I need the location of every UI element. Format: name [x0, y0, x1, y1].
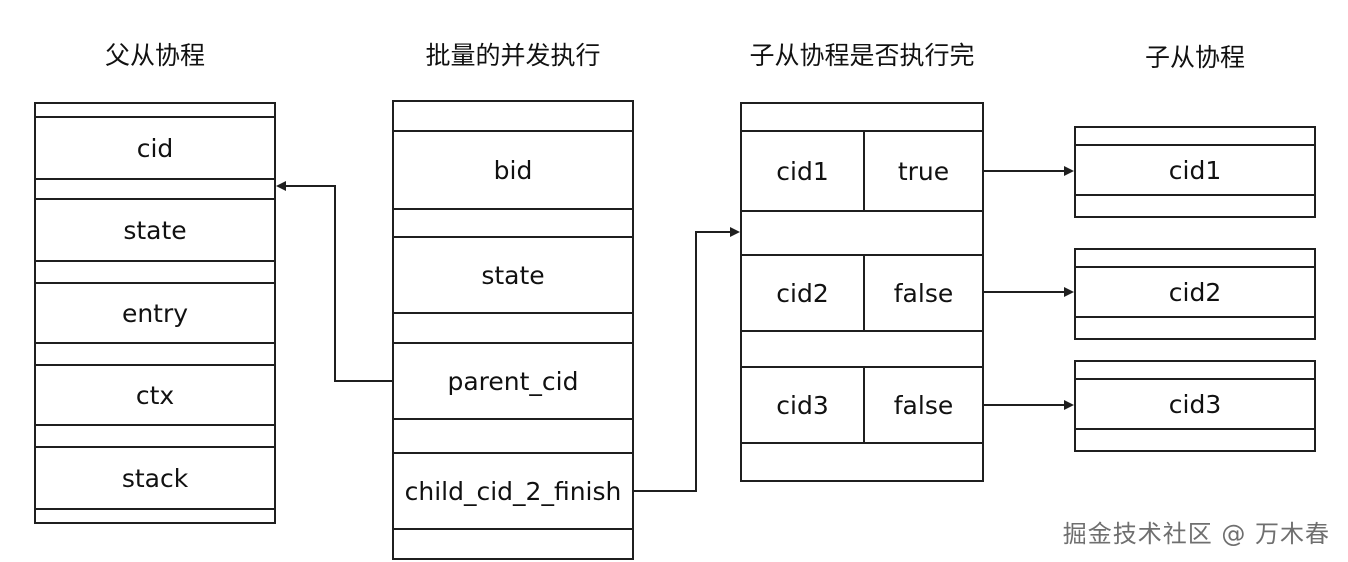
- row-divider: [742, 130, 982, 132]
- finish-map-title: 子从协程是否执行完: [749, 41, 975, 70]
- column-divider: [863, 132, 865, 210]
- column-divider: [863, 256, 865, 330]
- parent-field-state: state: [123, 215, 187, 245]
- finish-map-cid3-status: false: [893, 390, 954, 420]
- row-divider: [394, 418, 632, 420]
- child-cid3-label: cid3: [1168, 389, 1222, 419]
- row-divider: [1076, 194, 1314, 196]
- row-divider: [742, 442, 982, 444]
- row-divider: [36, 342, 274, 344]
- row-divider: [1076, 144, 1314, 146]
- row-divider: [742, 330, 982, 332]
- row-divider: [1076, 316, 1314, 318]
- finish-map-cid3: cid3: [776, 390, 829, 420]
- row-divider: [36, 178, 274, 180]
- row-divider: [394, 130, 632, 132]
- row-divider: [36, 116, 274, 118]
- row-divider: [1076, 428, 1314, 430]
- row-divider: [36, 198, 274, 200]
- row-divider: [1076, 266, 1314, 268]
- batch-field-parent-cid: parent_cid: [447, 366, 579, 396]
- parent-field-cid: cid: [136, 133, 174, 163]
- finish-map-cid1-status: true: [897, 156, 950, 186]
- child-cid2-label: cid2: [1168, 277, 1222, 307]
- parent-coroutine-struct: cid state entry ctx stack: [34, 102, 276, 524]
- child-cid1-label: cid1: [1168, 155, 1222, 185]
- child-coroutine-cid2: cid2: [1074, 248, 1316, 340]
- row-divider: [36, 508, 274, 510]
- watermark-text: 掘金技术社区 @ 万木春: [1062, 520, 1330, 548]
- row-divider: [394, 528, 632, 530]
- row-divider: [394, 312, 632, 314]
- parent-field-entry: entry: [121, 298, 189, 328]
- row-divider: [742, 254, 982, 256]
- row-divider: [1076, 378, 1314, 380]
- batch-field-child-cid-2-finish: child_cid_2_finish: [404, 476, 622, 506]
- batch-field-state: state: [481, 260, 545, 290]
- row-divider: [36, 260, 274, 262]
- child-coroutine-title: 子从协程: [1144, 43, 1246, 72]
- parent-coroutine-title: 父从协程: [104, 41, 206, 70]
- row-divider: [742, 210, 982, 212]
- finish-map-cid1: cid1: [776, 156, 829, 186]
- row-divider: [394, 342, 632, 344]
- finish-map-cid2: cid2: [776, 278, 829, 308]
- row-divider: [394, 208, 632, 210]
- parent-cid-to-parent-arrow: [276, 181, 392, 382]
- row-divider: [36, 446, 274, 448]
- finish-map-table: cid1 true cid2 false cid3 false: [740, 102, 984, 482]
- batch-concurrency-title: 批量的并发执行: [425, 41, 601, 70]
- child-coroutine-cid1: cid1: [1074, 126, 1316, 218]
- row-divider: [742, 366, 982, 368]
- finish-map-pointer-arrow: [634, 227, 740, 492]
- parent-field-stack: stack: [121, 463, 189, 493]
- parent-field-ctx: ctx: [135, 380, 175, 410]
- batch-field-bid: bid: [493, 155, 533, 185]
- column-divider: [863, 368, 865, 442]
- batch-struct: bid state parent_cid child_cid_2_finish: [392, 100, 634, 560]
- finish-map-cid2-status: false: [893, 278, 954, 308]
- row-divider: [394, 452, 632, 454]
- row-divider: [36, 282, 274, 284]
- row-divider: [394, 236, 632, 238]
- row-divider: [36, 424, 274, 426]
- child-coroutine-cid3: cid3: [1074, 360, 1316, 452]
- row-divider: [36, 364, 274, 366]
